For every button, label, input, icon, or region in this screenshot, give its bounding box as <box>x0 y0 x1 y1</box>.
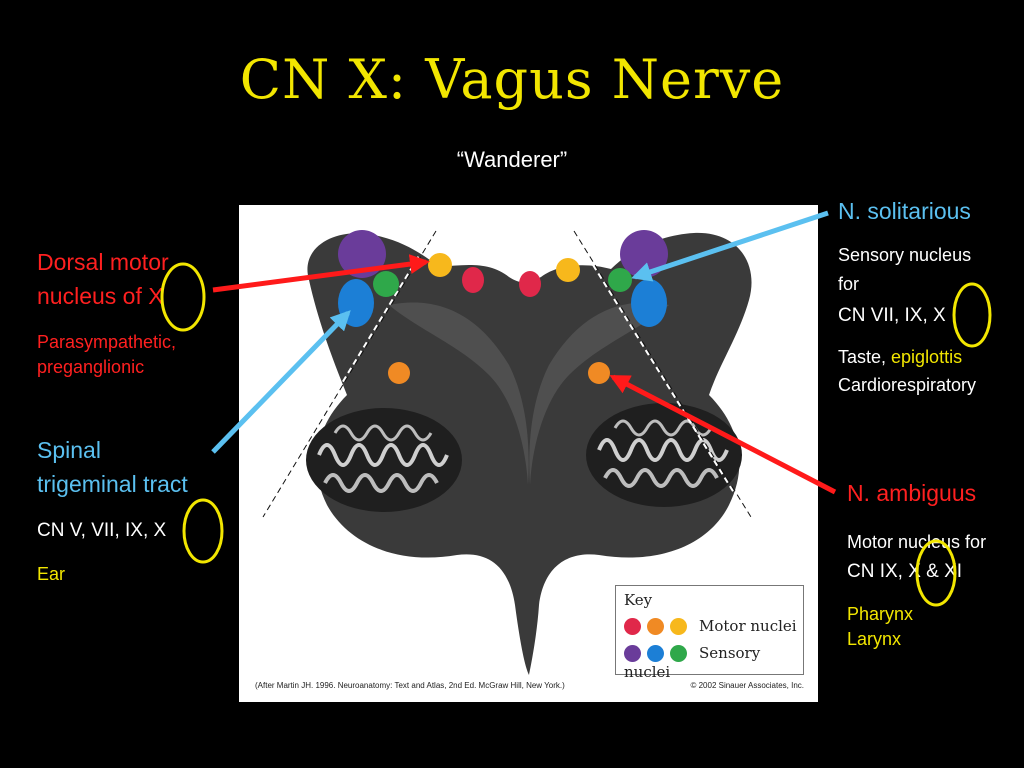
nucleus-purple-left <box>338 230 386 278</box>
left-dashed-boundary <box>260 230 435 518</box>
label-motor-nucleus-for: Motor nucleus for <box>847 532 987 552</box>
label-epiglottis: epiglottis <box>891 347 963 367</box>
label-cardiorespiratory: Cardiorespiratory <box>838 375 977 395</box>
nucleus-red-left <box>462 267 484 293</box>
nucleus-orange-right <box>588 362 610 384</box>
label-preganglionic: preganglionic <box>37 357 145 377</box>
circle-highlight-dorsal-x <box>160 262 206 332</box>
label-ear: Ear <box>37 564 66 584</box>
label-motor-cn-list: CN IX, X & XI <box>847 561 963 582</box>
label-larynx: Larynx <box>847 629 902 649</box>
nucleus-green-left <box>373 271 399 297</box>
label-trigeminal-tract: trigeminal tract <box>37 471 188 497</box>
label-spinal: Spinal <box>37 437 101 463</box>
label-taste: Taste, <box>838 347 892 367</box>
label-spinal-cn-list: CN V, VII, IX, X <box>37 520 167 541</box>
right-inferior-olive <box>586 403 742 507</box>
key-row-sensory: Sensory nuclei <box>624 643 803 681</box>
nucleus-orange-left <box>388 362 410 384</box>
circle-highlight-solitarious-x <box>952 282 992 348</box>
figure-credit-copyright: © 2002 Sinauer Associates, Inc. <box>690 681 804 690</box>
page-title: CN X: Vagus Nerve <box>239 48 785 111</box>
left-inferior-olive <box>306 408 462 512</box>
label-dorsal-motor-x: X <box>148 283 164 309</box>
key-dot-orange <box>647 617 664 635</box>
nuclei-key: Key Motor nuclei Sensory nuclei <box>615 585 804 681</box>
circle-highlight-spinal-x <box>182 498 224 564</box>
label-n-ambiguus: N. ambiguus <box>847 480 977 506</box>
label-sensory-for: for <box>838 274 860 294</box>
nucleus-green-right <box>608 268 632 292</box>
label-dorsal-motor-line2: nucleus of X <box>37 281 164 311</box>
medulla-section-illustration <box>260 230 752 675</box>
circle-highlight-ambiguus-x <box>915 539 957 607</box>
arrow-dorsal-motor <box>212 254 430 293</box>
label-taste-line: Taste, epiglottis <box>838 345 962 370</box>
arrow-spinal-trigeminal <box>211 310 351 454</box>
key-row-motor: Motor nuclei <box>624 616 797 635</box>
label-dorsal-motor-nucleus-of: nucleus of <box>37 283 149 309</box>
right-dashed-boundary <box>571 230 750 518</box>
label-sensory-cn-list: CN VII, IX, X <box>838 305 946 326</box>
key-dot-blue <box>647 644 664 662</box>
label-dorsal-motor-line1: Dorsal motor <box>37 249 169 275</box>
page-subtitle: “Wanderer” <box>456 147 568 172</box>
left-dashed-boundary-shadow <box>262 230 437 518</box>
key-motor-label: Motor nuclei <box>699 617 797 635</box>
figure-credit-source: (After Martin JH. 1996. Neuroanatomy: Te… <box>255 681 565 690</box>
label-n-solitarious: N. solitarious <box>838 198 971 224</box>
arrow-n-ambiguus <box>609 374 837 495</box>
nucleus-yellow-right <box>556 258 580 282</box>
key-dot-purple <box>624 644 641 662</box>
medulla-inner-shade <box>389 302 529 485</box>
key-title: Key <box>624 591 653 609</box>
label-sensory-nucleus: Sensory nucleus <box>838 245 972 265</box>
key-dot-red <box>624 617 641 635</box>
nucleus-red-right <box>519 271 541 297</box>
arrow-n-solitarious <box>631 210 829 282</box>
medulla-inner-shade-right <box>529 302 669 485</box>
right-dashed-boundary-shadow <box>573 230 752 518</box>
brainstem-figure: Key Motor nuclei Sensory nuclei (After M… <box>239 205 818 702</box>
nucleus-yellow-left <box>428 253 452 277</box>
key-sensory-label: Sensory nuclei <box>624 644 761 681</box>
key-dot-green <box>670 644 687 662</box>
label-pharynx: Pharynx <box>847 604 914 624</box>
label-parasympathetic: Parasympathetic, <box>37 332 177 352</box>
key-dot-yellow <box>670 617 687 635</box>
nucleus-blue-right <box>631 279 667 327</box>
